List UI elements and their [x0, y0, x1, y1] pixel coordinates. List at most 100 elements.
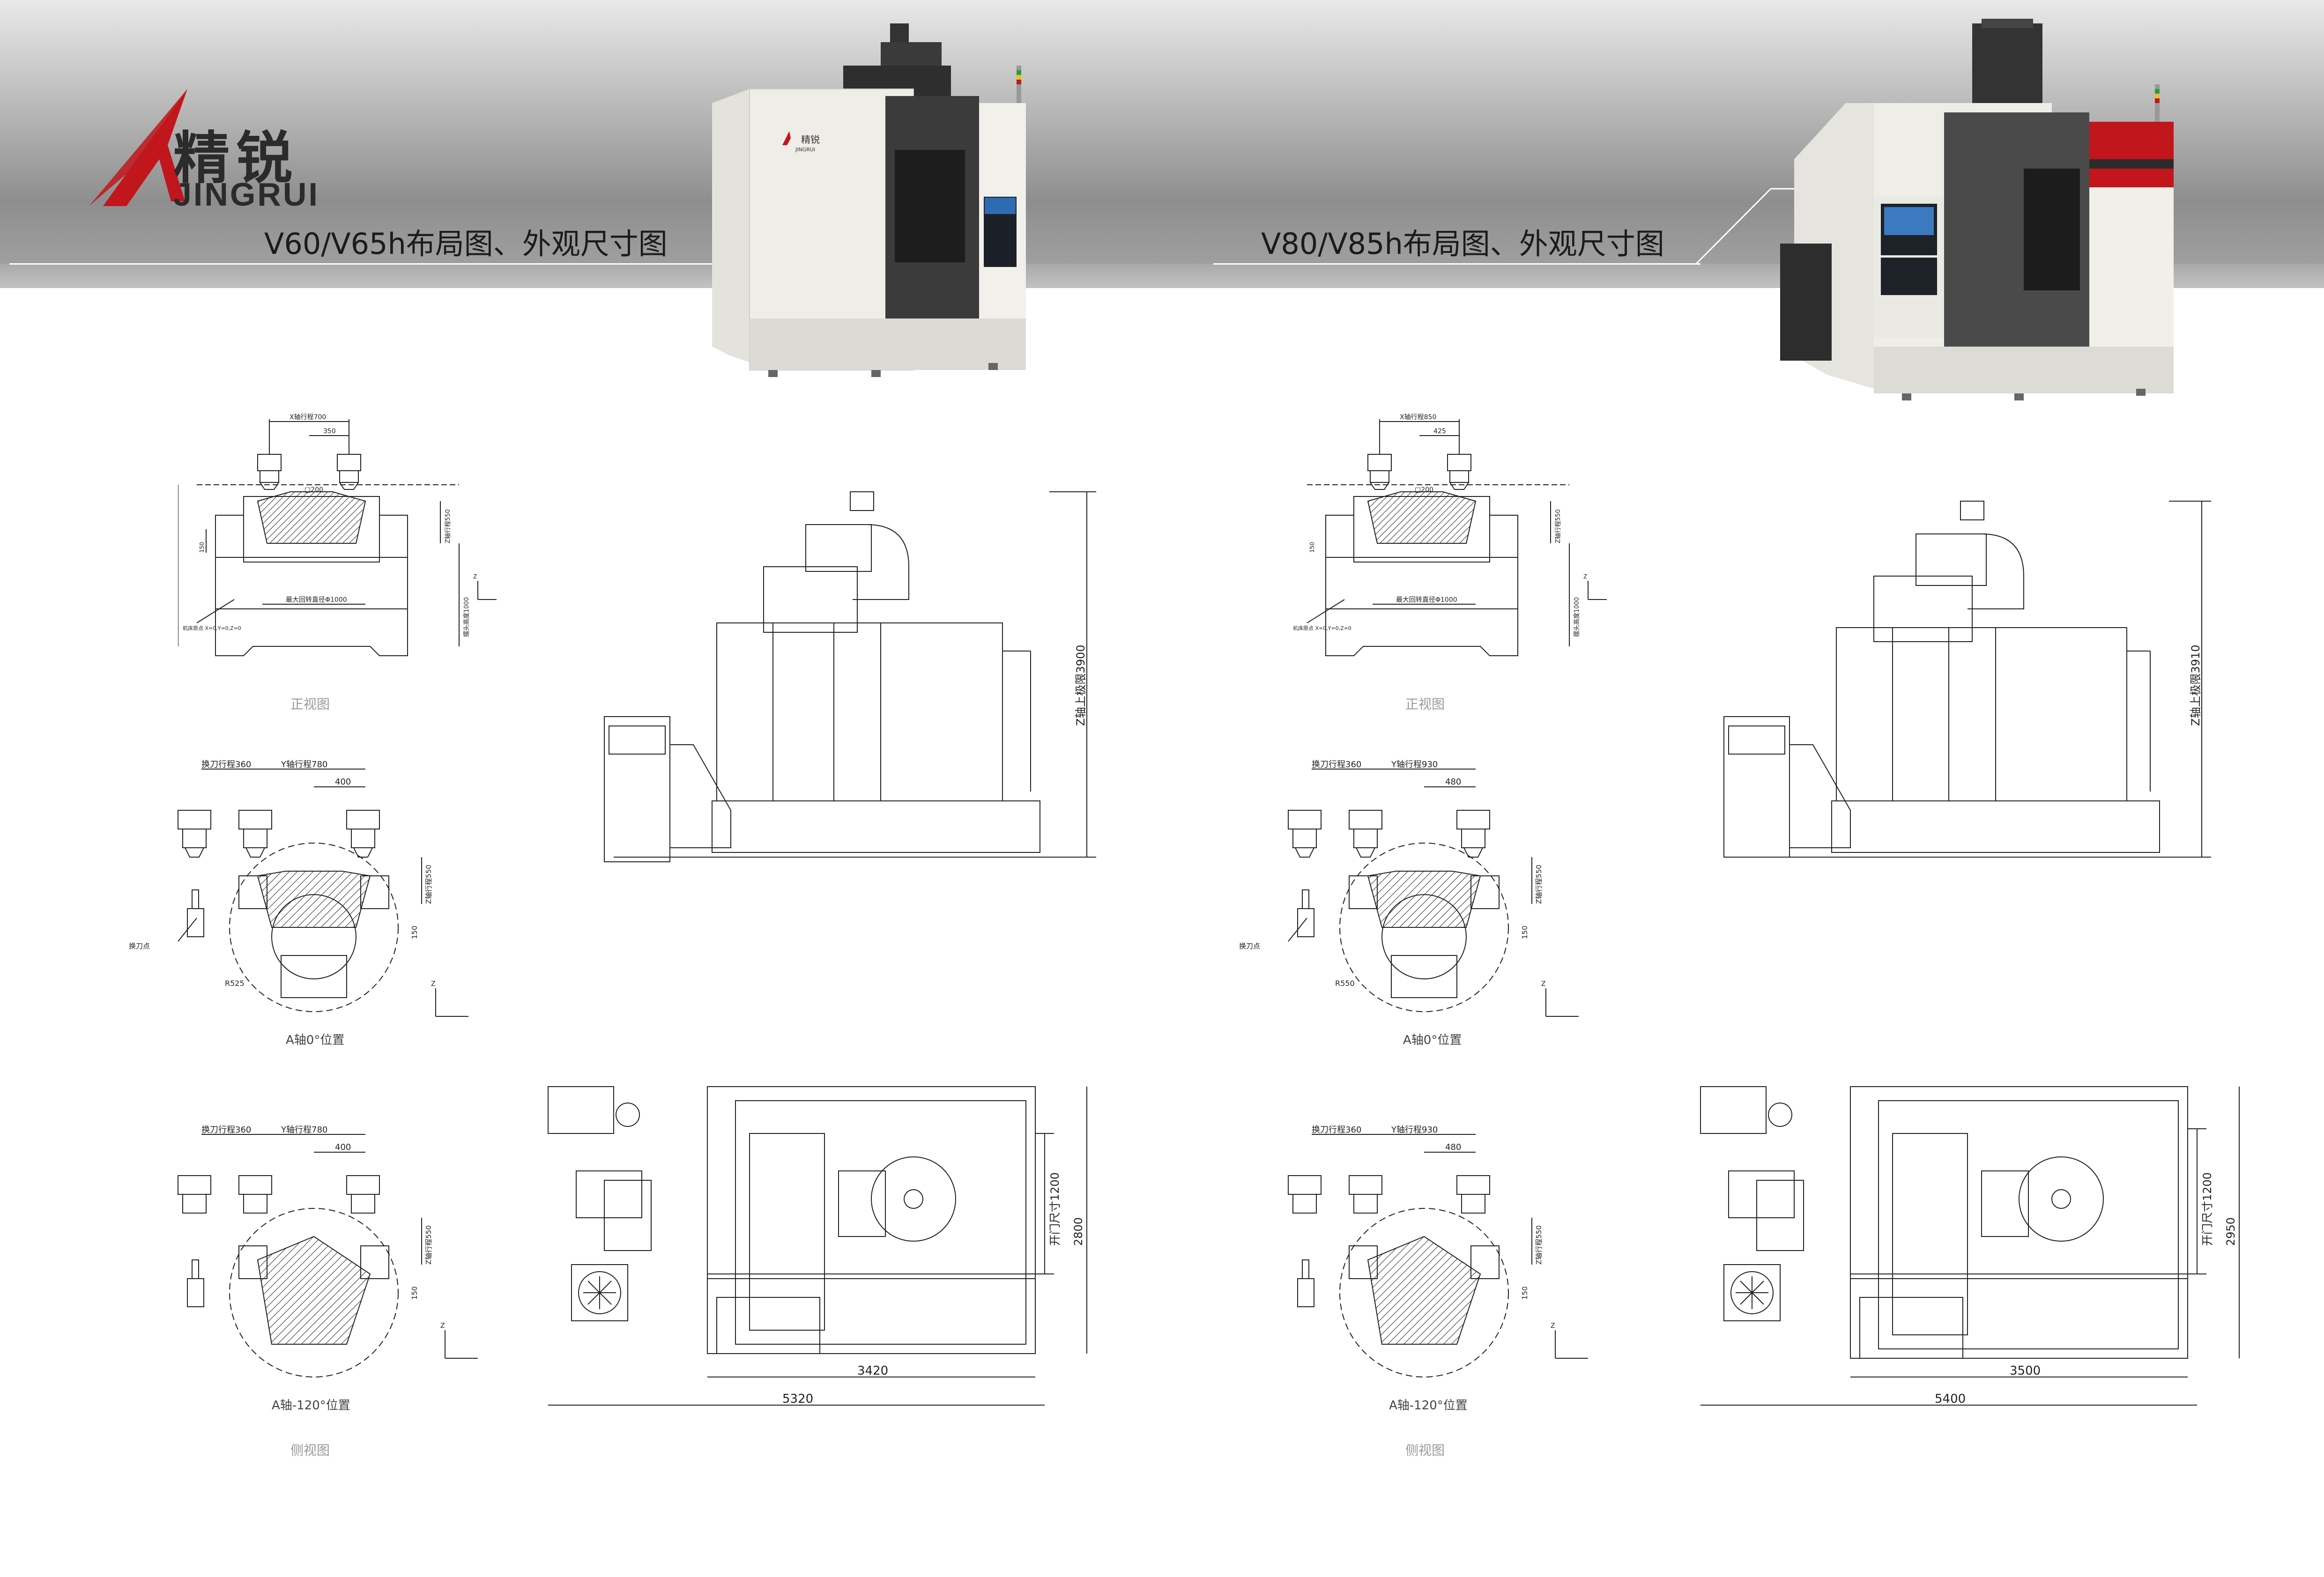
brand-name-cn: 精锐: [173, 126, 299, 191]
total-width-label: 5400: [1935, 1392, 1966, 1406]
offset-label: 400: [335, 1142, 351, 1152]
left-a120-view: 换刀行程360 Y轴行程780 400 Z轴行程550 150 Z: [178, 1125, 478, 1377]
z-travel-label: Z轴行程550: [1535, 1225, 1543, 1265]
door-size-label: 开门尺寸1200: [2201, 1172, 2214, 1246]
svg-text:Z: Z: [431, 980, 436, 988]
tool-change-pedestal: [1288, 889, 1314, 942]
fan-icon: [1736, 1276, 1768, 1309]
z150-label: 150: [1521, 1286, 1529, 1300]
svg-text:Z: Z: [1551, 1322, 1555, 1330]
offset-label: 480: [1445, 1142, 1461, 1152]
total-width-label: 5320: [782, 1392, 813, 1406]
right-a0-view: 换刀行程360 Y轴行程930 480 换刀点 R550 Z轴行程550 150…: [1239, 760, 1579, 1017]
height-label: 摆头高度1000: [463, 597, 470, 637]
right-elevation: Z轴上极限3910: [1723, 501, 2211, 858]
origin-note: 机床原点 X=0,Y=0,Z=0: [1293, 625, 1351, 631]
offset-label: 480: [1445, 777, 1461, 787]
spindle-heads: [1288, 810, 1490, 858]
left-a120-caption: A轴-120°位置: [272, 1399, 350, 1413]
machine-badge-cn: 精锐: [801, 134, 820, 145]
tool-change-point: 换刀点: [1239, 942, 1260, 950]
machine-render-v60: 精锐 JINGRUI: [712, 23, 1026, 377]
axis-indicator: Z: [440, 1322, 478, 1359]
z-travel-label: Z轴行程550: [424, 865, 433, 904]
depth-label: 2800: [1072, 1217, 1085, 1246]
z-travel-label: Z轴行程550: [445, 509, 452, 543]
z150-label: 150: [410, 1286, 419, 1300]
radius-label: R525: [225, 979, 245, 988]
tool-change-pedestal: [187, 1259, 204, 1307]
spindle-head-left: [257, 454, 282, 490]
left-plan: 开门尺寸1200 2800 3420 5320: [548, 1086, 1087, 1406]
door-size-label: 开门尺寸1200: [1048, 1172, 1062, 1246]
depth-label: 2950: [2224, 1217, 2237, 1246]
left-a0-caption: A轴0°位置: [286, 1033, 345, 1047]
tool-change-pedestal: [1297, 1259, 1314, 1307]
right-a120-caption: A轴-120°位置: [1389, 1399, 1468, 1413]
brand-name-en: JINGRUI: [173, 176, 319, 213]
max-dia-label: 最大回转直径Φ1000: [1396, 596, 1457, 604]
svg-text:Z: Z: [1583, 573, 1587, 580]
y-travel-label: Y轴行程780: [281, 760, 327, 770]
axis-indicator: Z: [473, 573, 497, 600]
z-travel-label: Z轴行程550: [424, 1225, 433, 1265]
half-travel-label: 425: [1433, 428, 1446, 435]
spindle-heads: [1288, 1175, 1490, 1214]
z150-label: 150: [410, 925, 419, 939]
right-a120-view: 换刀行程360 Y轴行程930 480 Z轴行程550 150 Z: [1288, 1125, 1588, 1377]
machine-width-label: 3500: [2010, 1364, 2041, 1378]
svg-text:Z: Z: [473, 573, 477, 580]
z150-label: 150: [1521, 925, 1529, 939]
tool-change-travel: 换刀行程360: [201, 1125, 251, 1135]
svg-text:Z: Z: [1541, 980, 1546, 988]
height-label: 摆头高度1000: [1573, 597, 1581, 637]
y-travel-label: Y轴行程930: [1391, 1125, 1438, 1135]
right-front-view: X轴行程850 425 □200 最大回转直径Φ1000 机床原点 X=0,Y=…: [1293, 414, 1607, 656]
title-left: V60/V65h布局图、外观尺寸图: [264, 227, 668, 261]
header-rule-right: [1213, 263, 1700, 265]
jingrui-logo-icon: [89, 89, 187, 206]
z150-label: 150: [199, 542, 205, 553]
left-elevation: Z轴上极限3900: [604, 491, 1096, 862]
spindle-head-right: [337, 454, 361, 490]
right-a0-caption: A轴0°位置: [1403, 1033, 1462, 1047]
origin-note: 机床原点 X=0,Y=0,Z=0: [183, 625, 241, 631]
right-plan: 开门尺寸1200 2950 3500 5400: [1700, 1086, 2240, 1406]
axis-indicator: Z: [431, 980, 468, 1017]
y-travel-label: Y轴行程930: [1391, 760, 1438, 770]
title-right: V80/V85h布局图、外观尺寸图: [1261, 227, 1664, 261]
radius-label: R550: [1335, 979, 1355, 988]
svg-text:Z: Z: [440, 1322, 445, 1330]
z-limit-label: Z轴上极限3910: [2189, 644, 2202, 726]
half-travel-label: 350: [323, 428, 336, 435]
axis-indicator: Z: [1583, 573, 1607, 600]
left-front-view: X轴行程700 350 □200 最大回转直径Φ1000 机床原点 X=0,Y=…: [178, 414, 497, 656]
z-travel-label: Z轴行程550: [1555, 509, 1562, 543]
axis-indicator: Z: [1551, 1322, 1588, 1359]
tool-change-travel: 换刀行程360: [1312, 760, 1361, 770]
header-rule-left: [9, 263, 726, 265]
left-a0-view: 换刀行程360 Y轴行程780 400 换刀点 R525 Z轴行程550 150…: [129, 760, 468, 1017]
spindle-head-left: [1367, 454, 1392, 490]
max-dia-label: 最大回转直径Φ1000: [286, 596, 347, 604]
right-front-caption: 正视图: [1405, 696, 1445, 712]
y-travel-label: Y轴行程780: [281, 1125, 327, 1135]
tool-change-travel: 换刀行程360: [201, 760, 251, 770]
machine-render-v80: [1780, 19, 2174, 400]
machine-width-label: 3420: [857, 1364, 888, 1378]
left-front-caption: 正视图: [290, 696, 330, 712]
right-side-caption: 侧视图: [1405, 1443, 1445, 1458]
z-travel-label: Z轴行程550: [1535, 865, 1543, 904]
tool-change-point: 换刀点: [129, 942, 150, 950]
fan-icon: [583, 1276, 616, 1309]
x-travel-label: X轴行程850: [1400, 414, 1436, 421]
left-side-caption: 侧视图: [290, 1443, 330, 1458]
axis-indicator: Z: [1541, 980, 1579, 1017]
tool-change-travel: 换刀行程360: [1312, 1125, 1361, 1135]
x-travel-label: X轴行程700: [290, 414, 326, 421]
machine-badge-en: JINGRUI: [795, 147, 815, 153]
tool-change-pedestal: [178, 889, 204, 942]
z150-label: 150: [1309, 542, 1315, 553]
spindle-head-right: [1447, 454, 1471, 490]
spindle-heads: [178, 1175, 380, 1214]
